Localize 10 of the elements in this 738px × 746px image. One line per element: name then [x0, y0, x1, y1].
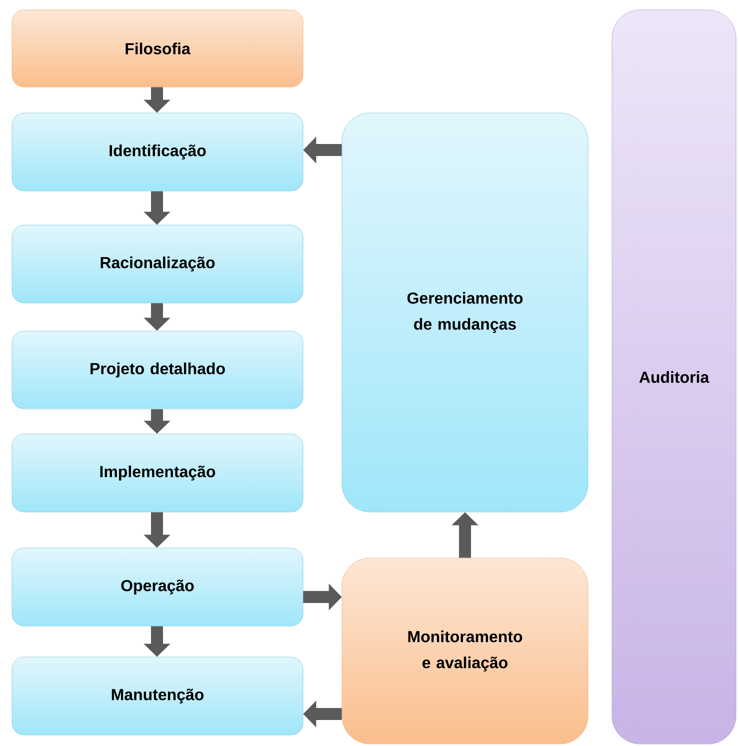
process-box: Identificação [12, 112, 304, 192]
process-box: Operação [12, 548, 304, 626]
process-box: Racionalização [12, 224, 304, 304]
process-box: Monitoramento e avaliação [342, 558, 588, 744]
process-box: Manutenção [12, 656, 304, 736]
process-box: Filosofia [12, 10, 304, 88]
process-box: Implementação [12, 434, 304, 512]
side-band: Auditoria [612, 10, 736, 744]
process-box: Gerenciamento de mudanças [342, 112, 588, 512]
process-box: Projeto detalhado [12, 330, 304, 410]
